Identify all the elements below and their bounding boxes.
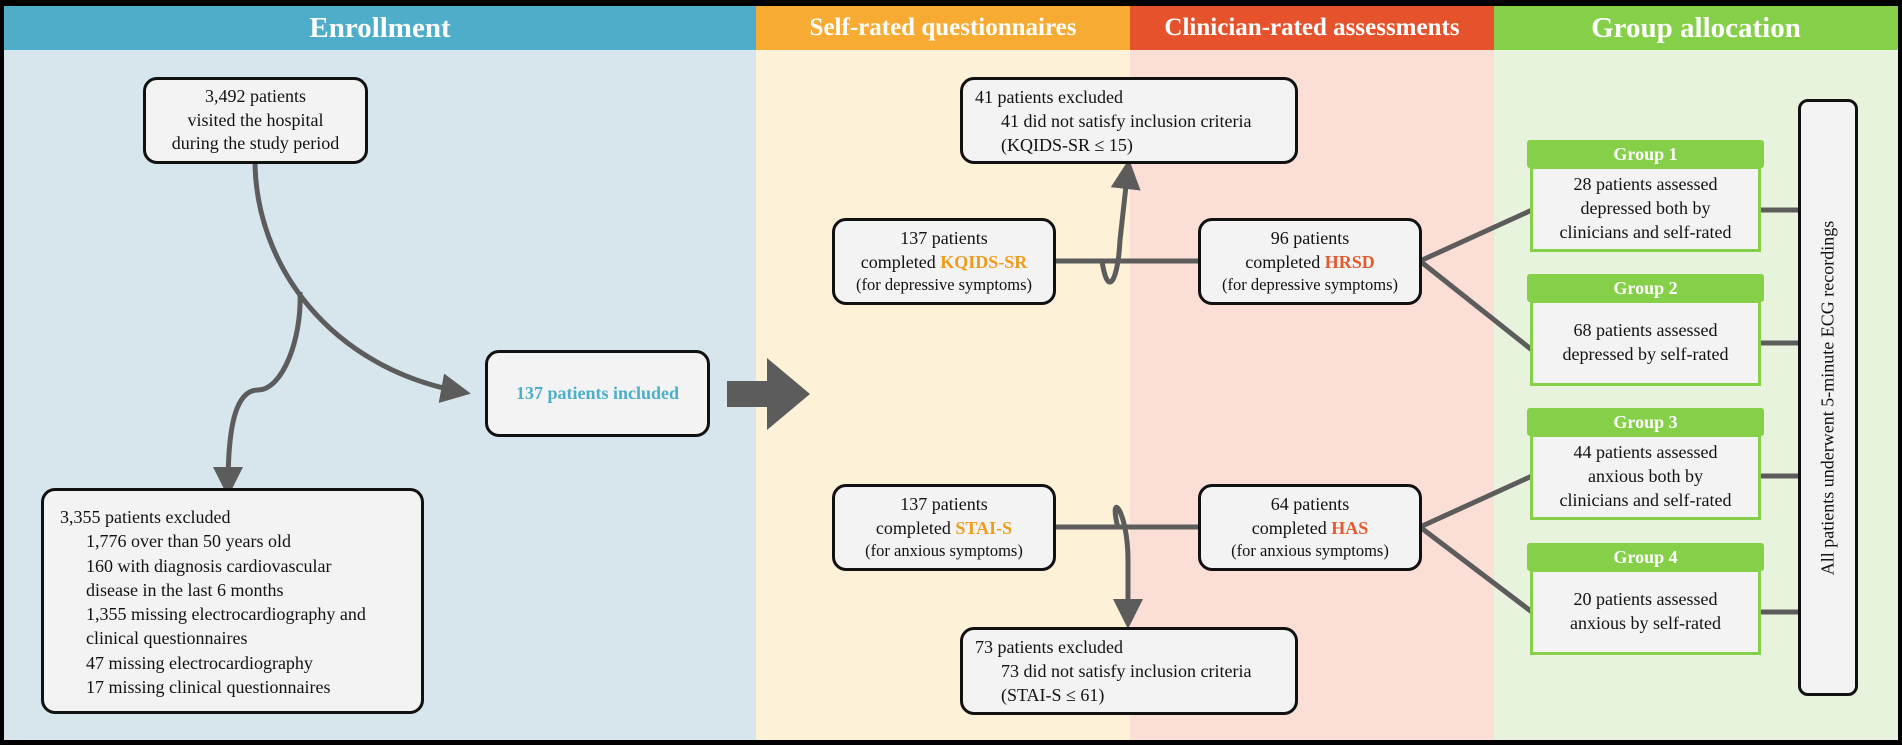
hrsd-completed: completed HRSD [1245,251,1375,272]
group-1-line: clinicians and self-rated [1559,221,1732,242]
group-2-tab: Group 2 [1527,274,1764,302]
excluded-reason: 1,776 over than 50 years old [86,531,291,552]
group-1-box: 28 patients assessed depressed both by c… [1530,166,1761,252]
has-count: 64 patients [1270,493,1350,514]
has-completed: completed HAS [1251,517,1369,538]
excluded-reason: 17 missing clinical questionnaires [86,677,331,698]
has-to-group4-line [1418,525,1534,614]
group-4-tab: Group 4 [1527,543,1764,571]
kqids-excluded-title: 41 patients excluded [975,87,1123,107]
group-3-line: anxious both by [1588,466,1703,487]
stai-excluded-reason: 73 did not satisfy inclusion criteria [1001,660,1252,681]
stai-excluded-title: 73 patients excluded [975,637,1123,657]
group-3-tab: Group 3 [1527,408,1764,436]
branch-to-excluded-arrow [213,291,303,498]
hrsd-scale: HRSD [1324,251,1375,272]
group-2-box: 68 patients assessed depressed by self-r… [1530,300,1761,386]
stai-note: (for anxious symptoms) [865,541,1023,561]
group-1-line: 28 patients assessed [1573,174,1718,195]
excluded-reason: disease in the last 6 months [86,579,284,600]
stai-scale: STAI-S [955,517,1013,538]
kqids-excluded-box: 41 patients excluded 41 did not satisfy … [960,77,1298,164]
excluded-reason: 1,355 missing electrocardiography and [86,604,366,625]
included-label: 137 patients included [515,382,680,403]
visited-box: 3,492 patients visited the hospital duri… [143,77,368,164]
excluded-reason: 160 with diagnosis cardiovascular [86,555,332,576]
stai-box: 137 patients completed STAI-S (for anxio… [832,484,1056,571]
kqids-scale: KQIDS-SR [940,251,1028,272]
ecg-recordings-box: All patients underwent 5-minute ECG reco… [1798,99,1858,696]
kqids-excluded-arrow [1099,159,1141,285]
group-2-line: 68 patients assessed [1573,320,1718,341]
stai-count: 137 patients [900,493,988,514]
has-to-group3-line [1418,473,1534,530]
stai-excluded-arrow [1112,504,1143,630]
stai-excluded-criteria: (STAI-S ≤ 61) [1001,684,1105,705]
ecg-recordings-label: All patients underwent 5-minute ECG reco… [1817,220,1838,575]
group-1-line: depressed both by [1580,198,1711,219]
kqids-box: 137 patients completed KQIDS-SR (for dep… [832,218,1056,305]
visited-line-2: visited the hospital [187,109,324,130]
included-box: 137 patients included [485,350,710,437]
group-1-tab: Group 1 [1527,140,1764,168]
group-4-box: 20 patients assessed anxious by self-rat… [1530,569,1761,655]
excluded-title: 3,355 patients excluded [60,507,231,527]
hrsd-note: (for depressive symptoms) [1222,275,1398,295]
kqids-excluded-reason: 41 did not satisfy inclusion criteria [1001,110,1252,131]
excluded-reason: 47 missing electrocardiography [86,652,313,673]
visited-line-1: 3,492 patients [205,85,306,106]
hrsd-box: 96 patients completed HRSD (for depressi… [1198,218,1422,305]
visited-to-included-arrow [252,159,471,403]
group-3-line: 44 patients assessed [1573,442,1718,463]
visited-line-3: during the study period [171,133,340,154]
kqids-count: 137 patients [900,227,988,248]
self-rated-header: Self-rated questionnaires [756,6,1130,50]
kqids-excluded-criteria: (KQIDS-SR ≤ 15) [1001,134,1133,155]
group-3-line: clinicians and self-rated [1559,489,1732,510]
kqids-completed: completed KQIDS-SR [860,251,1028,272]
has-note: (for anxious symptoms) [1231,541,1389,561]
excluded-reason: clinical questionnaires [86,628,248,649]
stai-completed: completed STAI-S [875,517,1013,538]
has-scale: HAS [1331,517,1369,538]
stai-excluded-box: 73 patients excluded 73 did not satisfy … [960,627,1298,715]
group-allocation-header: Group allocation [1494,6,1898,50]
hrsd-count: 96 patients [1270,227,1350,248]
hrsd-to-group1-line [1418,207,1534,264]
flow-arrow [727,358,810,430]
group-4-line: anxious by self-rated [1570,613,1721,633]
enrollment-excluded-box: 3,355 patients excluded 1,776 over than … [41,488,424,714]
kqids-note: (for depressive symptoms) [856,275,1032,295]
group-4-line: 20 patients assessed [1573,589,1718,610]
has-box: 64 patients completed HAS (for anxious s… [1198,484,1422,571]
group-3-box: 44 patients assessed anxious both by cli… [1530,434,1761,520]
group-2-line: depressed by self-rated [1562,344,1729,364]
hrsd-to-group2-line [1418,259,1534,352]
clinician-rated-header: Clinician-rated assessments [1130,6,1494,50]
enrollment-header: Enrollment [4,6,756,50]
